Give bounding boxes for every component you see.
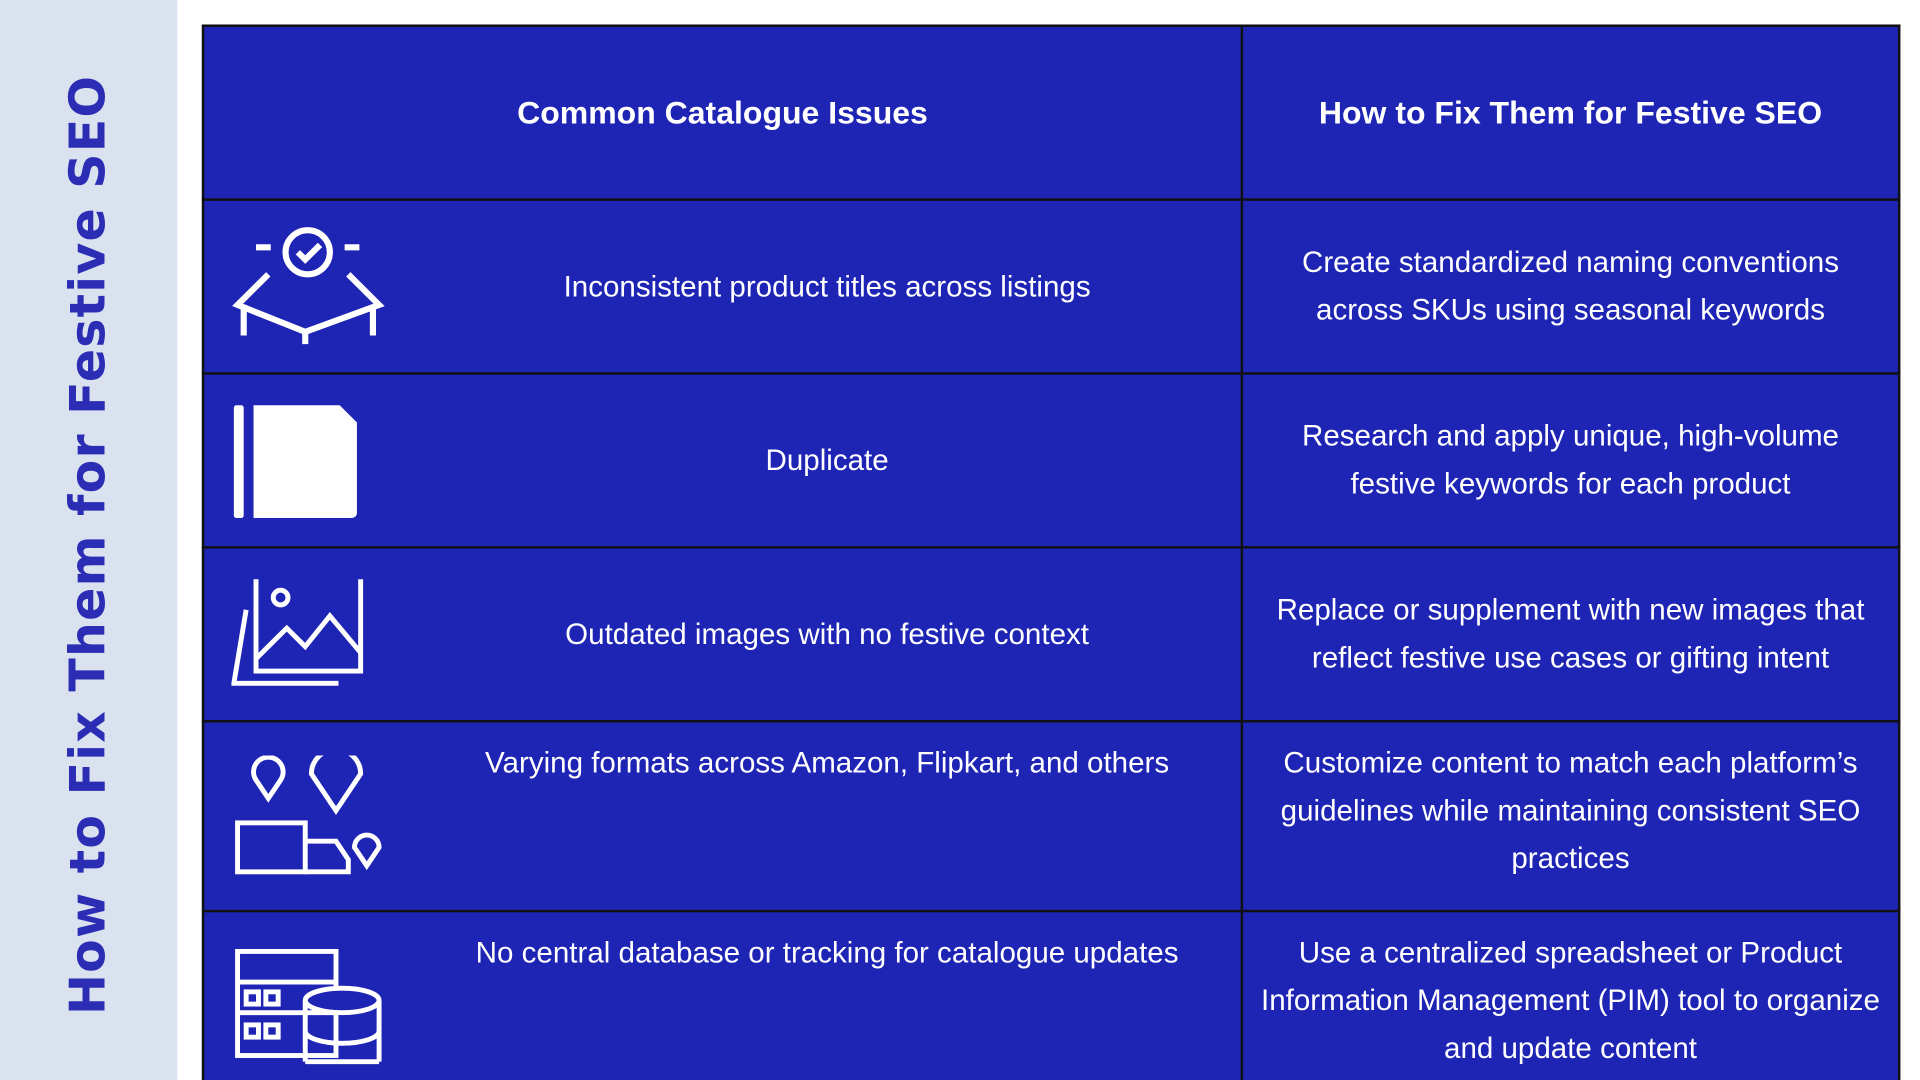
duplicate-document-icon bbox=[233, 405, 357, 518]
issue-cell: No central database or tracking for cata… bbox=[201, 909, 1244, 1080]
fix-text: Create standardized naming conventions a… bbox=[1240, 198, 1901, 375]
image-icon bbox=[231, 579, 364, 686]
delivery-location-icon bbox=[235, 754, 382, 874]
sidebar: How to Fix Them for Festive SEO bbox=[0, 0, 178, 1080]
fix-text: Use a centralized spreadsheet or Product… bbox=[1240, 909, 1901, 1080]
table-row: Varying formats across Amazon, Flipkart,… bbox=[201, 720, 1901, 913]
issue-text: Varying formats across Amazon, Flipkart,… bbox=[485, 746, 1170, 781]
fix-text: Customize content to match each platform… bbox=[1240, 720, 1901, 913]
issue-cell: Duplicate bbox=[201, 372, 1244, 549]
issue-cell: Outdated images with no festive context bbox=[201, 546, 1244, 723]
issue-text: Outdated images with no festive context bbox=[565, 617, 1089, 651]
issue-text: Duplicate bbox=[765, 443, 889, 477]
issue-cell: Varying formats across Amazon, Flipkart,… bbox=[201, 720, 1244, 913]
issue-text: No central database or tracking for cata… bbox=[475, 936, 1179, 970]
issue-cell: Inconsistent product titles across listi… bbox=[201, 198, 1244, 375]
fix-text: Replace or supplement with new images th… bbox=[1240, 546, 1901, 723]
table-header-row: Common Catalogue Issues How to Fix Them … bbox=[201, 24, 1901, 201]
fix-text: Research and apply unique, high-volume f… bbox=[1240, 372, 1901, 549]
header-issues: Common Catalogue Issues bbox=[201, 24, 1244, 201]
sidebar-title: How to Fix Them for Festive SEO bbox=[60, 74, 117, 1016]
table-row: Inconsistent product titles across listi… bbox=[201, 198, 1901, 375]
issues-table: Common Catalogue Issues How to Fix Them … bbox=[201, 24, 1901, 1080]
table-row: Duplicate Research and apply unique, hig… bbox=[201, 372, 1901, 549]
issue-text: Inconsistent product titles across listi… bbox=[563, 270, 1091, 304]
database-server-icon bbox=[235, 948, 382, 1064]
header-fixes: How to Fix Them for Festive SEO bbox=[1240, 24, 1901, 201]
table-row: No central database or tracking for cata… bbox=[201, 909, 1901, 1080]
open-box-check-icon bbox=[232, 227, 385, 345]
table-row: Outdated images with no festive context … bbox=[201, 546, 1901, 723]
